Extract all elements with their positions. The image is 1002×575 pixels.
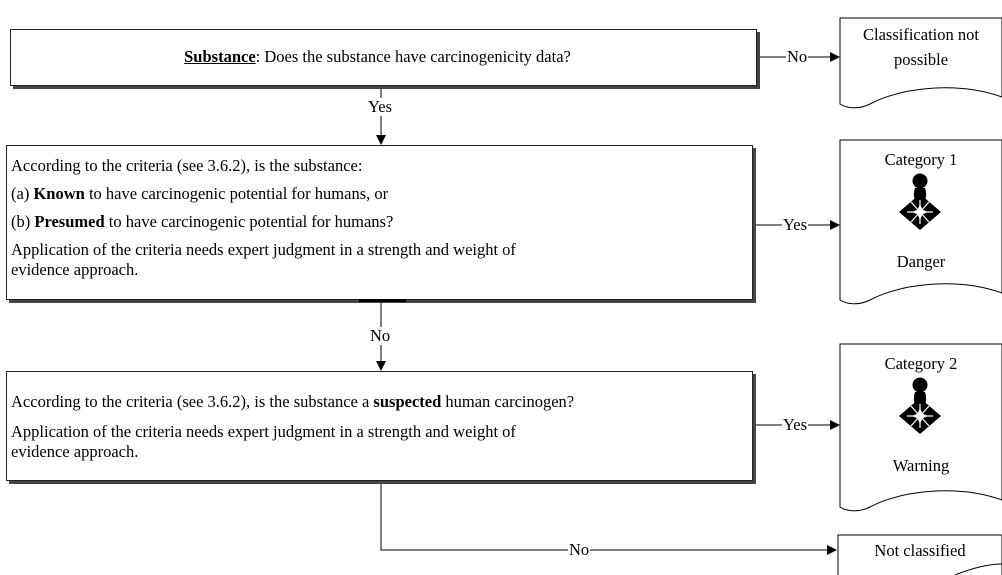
decision-box-carcinogenicity-data: Substance: Does the substance have carci… — [10, 29, 757, 86]
label-yes-3: Yes — [782, 415, 809, 434]
decision-box-category-2-criteria: According to the criteria (see 3.6.2), i… — [6, 371, 753, 481]
outcome-category-1-signal-word: Danger — [896, 252, 946, 271]
option-a-prefix: (a) — [11, 184, 34, 203]
outcome-not-possible-line-1: Classification not — [863, 25, 979, 44]
criteria-option-b: (b) Presumed to have carcinogenic potent… — [11, 212, 393, 232]
suspected-question: According to the criteria (see 3.6.2), i… — [11, 392, 574, 412]
outcome-not-possible-text: Classification not possible — [840, 24, 1002, 70]
keyword-known: Known — [33, 184, 85, 203]
criteria-note-line-2: evidence approach. — [11, 260, 139, 279]
label-yes-1: Yes — [367, 97, 394, 116]
keyword-suspected: suspected — [373, 392, 442, 411]
question-suffix: human carcinogen? — [441, 392, 575, 411]
criteria-note-line-1: Application of the criteria needs expert… — [11, 422, 516, 441]
outcome-not-possible-line-2: possible — [893, 50, 949, 69]
label-no-3: No — [568, 540, 591, 559]
outcome-not-classified-text: Not classified — [874, 541, 966, 560]
decision-box-category-1-criteria: According to the criteria (see 3.6.2), i… — [6, 145, 753, 300]
keyword-substance: Substance — [184, 47, 256, 66]
connector-no-3 — [380, 481, 837, 555]
outcome-category-2-title: Category 2 — [884, 354, 958, 373]
decision-question-1: Substance: Does the substance have carci… — [11, 47, 756, 67]
question-prefix: According to the criteria (see 3.6.2), i… — [11, 392, 374, 411]
box-2-bottom-accent — [359, 299, 406, 302]
option-b-prefix: (b) — [11, 212, 35, 231]
label-yes-2: Yes — [782, 215, 809, 234]
criteria-option-a: (a) Known to have carcinogenic potential… — [11, 184, 388, 204]
keyword-presumed: Presumed — [34, 212, 105, 231]
option-b-text: to have carcinogenic potential for human… — [104, 212, 394, 231]
criteria-note-line-1: Application of the criteria needs expert… — [11, 240, 516, 259]
question-text: : Does the substance have carcinogenicit… — [255, 47, 571, 66]
label-no-2: No — [369, 326, 392, 345]
outcome-category-2-signal-word: Warning — [892, 456, 950, 475]
criteria-note-line-2: evidence approach. — [11, 442, 139, 461]
outcome-not-possible-shape — [839, 17, 1002, 109]
outcome-not-classified-shape — [837, 534, 1002, 575]
label-no-1: No — [786, 47, 809, 66]
option-a-text: to have carcinogenic potential for human… — [84, 184, 389, 203]
outcome-category-1-title: Category 1 — [884, 150, 958, 169]
criteria-intro: According to the criteria (see 3.6.2), i… — [11, 156, 363, 175]
